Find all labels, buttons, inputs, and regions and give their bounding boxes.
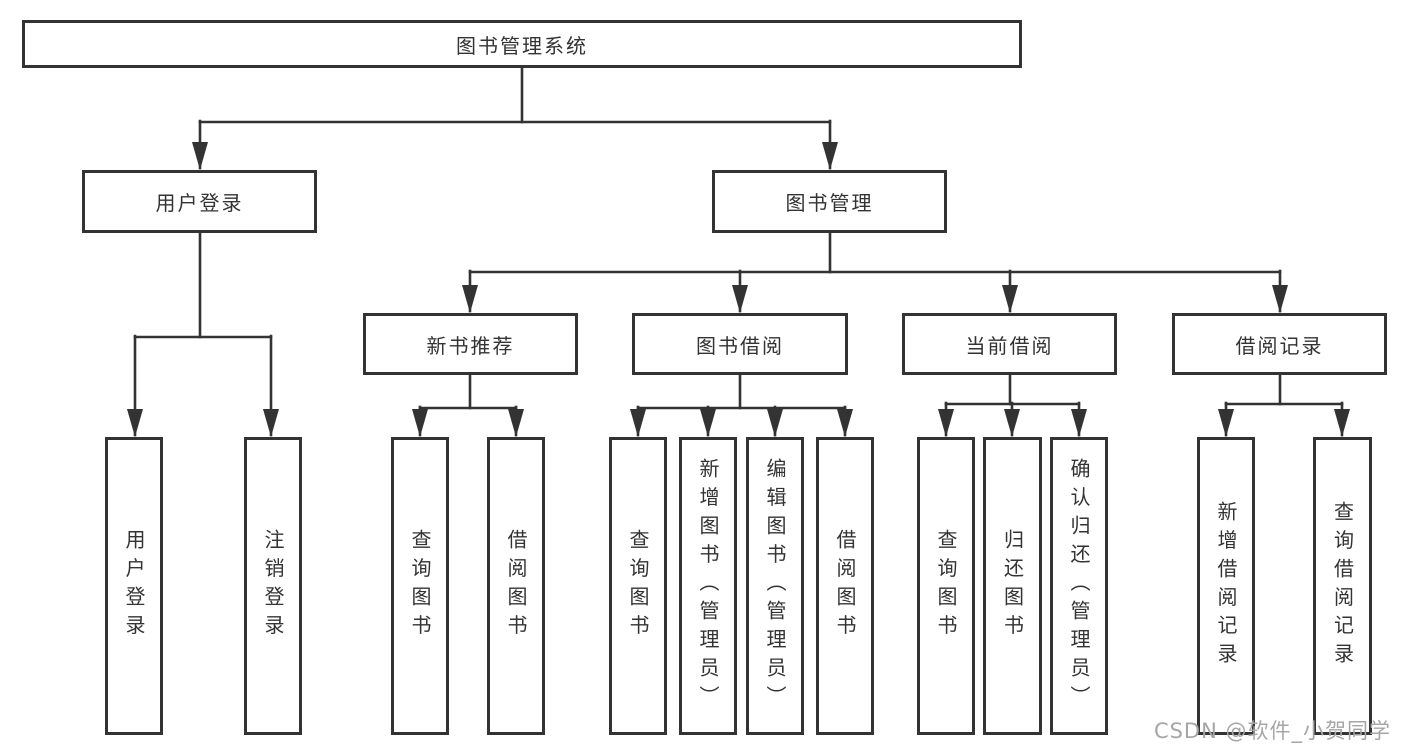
node-book-borrowing-label: 图书借阅 <box>696 333 784 358</box>
node-book-management-label: 图书管理 <box>785 191 874 215</box>
leaf-borrowing-query-books-label: 查询图书 <box>626 529 650 643</box>
node-book-management: 图书管理 <box>712 170 947 233</box>
node-borrowing-records: 借阅记录 <box>1172 313 1387 375</box>
csdn-watermark: CSDN @软件_小贺同学 <box>1153 719 1391 743</box>
leaf-current-confirm-return-admin: 确认归还（管理员） <box>1050 437 1108 735</box>
leaf-current-query-books-label: 查询图书 <box>934 529 958 643</box>
node-user-login: 用户登录 <box>82 170 317 233</box>
leaf-borrowing-edit-books-admin: 编辑图书（管理员） <box>746 437 804 735</box>
connector-current-borrowing <box>938 373 1087 437</box>
leaf-recommend-borrow-books-label: 借阅图书 <box>504 529 528 643</box>
node-new-book-recommendation-label: 新书推荐 <box>426 333 515 358</box>
leaf-borrowing-add-books-admin-label: 新增图书（管理员） <box>696 458 720 714</box>
connector-user-login <box>127 231 279 437</box>
leaf-borrowing-query-books: 查询图书 <box>609 437 667 735</box>
node-current-borrowing-label: 当前借阅 <box>965 333 1054 358</box>
connector-book-borrowing <box>630 373 853 437</box>
leaf-recommend-query-books: 查询图书 <box>391 437 449 735</box>
node-borrowing-records-label: 借阅记录 <box>1235 333 1324 358</box>
leaf-records-add-record: 新增借阅记录 <box>1197 437 1255 735</box>
leaf-records-query-record: 查询借阅记录 <box>1313 437 1372 735</box>
leaf-current-confirm-return-admin-label: 确认归还（管理员） <box>1067 458 1091 714</box>
leaf-borrowing-borrow-books-label: 借阅图书 <box>833 529 857 643</box>
leaf-user-login-label: 用户登录 <box>122 529 146 643</box>
leaf-borrowing-add-books-admin: 新增图书（管理员） <box>679 437 737 735</box>
connector-book-management <box>462 231 1288 313</box>
node-book-borrowing: 图书借阅 <box>632 313 848 375</box>
leaf-user-login: 用户登录 <box>105 437 163 735</box>
node-current-borrowing: 当前借阅 <box>902 313 1117 375</box>
leaf-logout: 注销登录 <box>244 437 302 735</box>
node-user-login-label: 用户登录 <box>155 191 244 215</box>
leaf-recommend-query-books-label: 查询图书 <box>408 529 432 643</box>
node-root-system-label: 图书管理系统 <box>456 33 588 58</box>
leaf-records-add-record-label: 新增借阅记录 <box>1214 500 1238 672</box>
leaf-current-return-books-label: 归还图书 <box>1000 529 1025 643</box>
node-root-system: 图书管理系统 <box>22 20 1022 68</box>
connector-new-book-recommendation <box>412 373 524 437</box>
connector-borrowing-records <box>1218 373 1350 437</box>
connector-root <box>192 66 838 170</box>
leaf-borrowing-borrow-books: 借阅图书 <box>816 437 874 735</box>
node-new-book-recommendation: 新书推荐 <box>363 313 578 375</box>
leaf-records-query-record-label: 查询借阅记录 <box>1330 500 1355 672</box>
leaf-borrowing-edit-books-admin-label: 编辑图书（管理员） <box>763 458 787 714</box>
leaf-current-return-books: 归还图书 <box>983 437 1042 735</box>
leaf-logout-label: 注销登录 <box>261 529 285 643</box>
leaf-recommend-borrow-books: 借阅图书 <box>487 437 545 735</box>
leaf-current-query-books: 查询图书 <box>917 437 975 735</box>
